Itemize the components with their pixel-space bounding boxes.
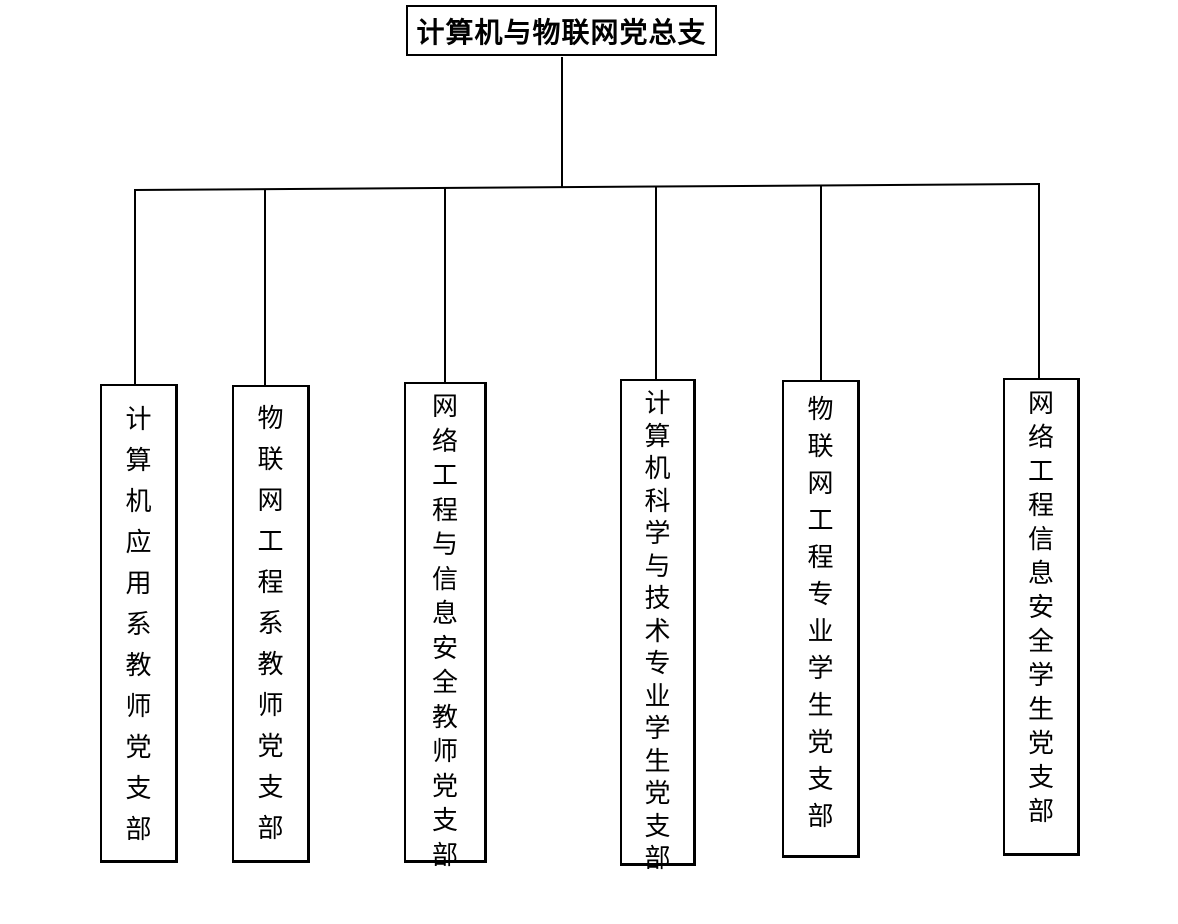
branch-label-char: 程 (1027, 491, 1054, 521)
branch-label-char: 党 (257, 732, 284, 762)
branch-label-char: 党 (644, 779, 671, 809)
branch-label-char: 全 (431, 668, 458, 698)
branch-label-char: 网 (431, 392, 458, 422)
branch-label-char: 安 (1027, 593, 1054, 623)
branch-label-char: 程 (431, 495, 458, 526)
branch-label-char: 科 (644, 486, 671, 517)
branch-label-char: 网 (1027, 389, 1054, 419)
branch-label-char: 学 (807, 654, 834, 684)
branch-label-char: 工 (257, 527, 284, 557)
branch-label-char: 部 (431, 840, 458, 871)
branch-label-char: 工 (1027, 457, 1054, 487)
branch-node-iot-students: 物联网工程专业学生党支部 (782, 380, 860, 858)
branch-label-char: 与 (644, 551, 671, 582)
branch-label-char: 业 (644, 681, 671, 712)
branch-label-char: 用 (125, 569, 152, 599)
branch-label-char: 支 (431, 806, 458, 836)
branch-label-char: 业 (807, 617, 834, 647)
branch-label-char: 息 (431, 599, 458, 629)
branch-label-char: 部 (1027, 797, 1054, 827)
branch-node-label: 物联网工程系教师党支部 (234, 406, 307, 857)
branch-label-char: 息 (1027, 559, 1054, 589)
branch-label-char: 联 (807, 432, 834, 462)
branch-label-char: 信 (431, 564, 458, 595)
branch-label-char: 支 (807, 765, 834, 795)
branch-label-char: 信 (1027, 525, 1054, 555)
branch-label-char: 系 (257, 609, 284, 639)
branch-node-label: 计算机应用系教师党支部 (102, 407, 175, 858)
branch-label-char: 生 (807, 691, 834, 721)
branch-label-char: 部 (257, 814, 284, 844)
branch-label-char: 支 (125, 774, 152, 804)
branch-label-char: 生 (1027, 695, 1054, 725)
branch-label-char: 师 (257, 691, 284, 721)
branch-label-char: 全 (1027, 627, 1054, 657)
horizontal-bus-line (133, 183, 1041, 191)
branch-label-char: 网 (807, 469, 834, 499)
branch-label-char: 程 (807, 543, 834, 573)
branch-label-char: 算 (125, 446, 152, 476)
branch-label-char: 党 (807, 728, 834, 758)
branch-label-char: 教 (257, 650, 284, 680)
branch-node-label: 网络工程信息安全学生党支部 (1005, 391, 1077, 833)
branch-label-char: 技 (644, 584, 671, 614)
branch-label-char: 与 (431, 530, 458, 560)
branch-label-char: 生 (644, 746, 671, 777)
root-node-label: 计算机与物联网党总支 (416, 15, 707, 49)
branch-label-char: 工 (807, 506, 834, 536)
branch-label-char: 师 (431, 737, 458, 767)
branch-label-char: 部 (807, 802, 834, 832)
branch-node-iot-engineering-teachers: 物联网工程系教师党支部 (232, 385, 310, 863)
branch-label-char: 支 (257, 773, 284, 803)
branch-label-char: 支 (644, 811, 671, 842)
branch-label-char: 计 (125, 405, 152, 435)
branch-label-char: 党 (125, 733, 152, 763)
branch-node-network-security-students: 网络工程信息安全学生党支部 (1003, 378, 1080, 856)
branch-label-char: 学 (644, 714, 671, 744)
branch-label-char: 应 (125, 528, 152, 558)
branch-label-char: 联 (257, 445, 284, 475)
branch-label-char: 机 (644, 454, 671, 484)
branch-label-char: 机 (125, 487, 152, 517)
branch-node-label: 计算机科学与技术专业学生党支部 (622, 391, 693, 879)
branch-label-char: 专 (807, 580, 834, 610)
branch-label-char: 络 (431, 426, 458, 457)
branch-label-char: 计 (644, 389, 671, 419)
branch-label-char: 术 (644, 616, 671, 647)
branch-node-label: 物联网工程专业学生党支部 (784, 397, 857, 841)
branch-node-computer-application-teachers: 计算机应用系教师党支部 (100, 384, 178, 863)
branch-label-char: 程 (257, 568, 284, 598)
branch-label-char: 教 (125, 651, 152, 681)
branch-label-char: 物 (807, 395, 834, 425)
root-node: 计算机与物联网党总支 (406, 5, 717, 56)
branch-label-char: 安 (431, 633, 458, 664)
branch-label-char: 部 (644, 844, 671, 874)
branch-label-char: 部 (125, 815, 152, 845)
branch-label-char: 党 (1027, 729, 1054, 759)
branch-label-char: 物 (257, 404, 284, 434)
branch-node-label: 网络工程与信息安全教师党支部 (406, 394, 484, 877)
branch-label-char: 党 (431, 771, 458, 802)
branch-label-char: 支 (1027, 763, 1054, 793)
branch-label-char: 络 (1027, 423, 1054, 453)
branch-node-cs-students: 计算机科学与技术专业学生党支部 (620, 379, 696, 872)
branch-label-char: 算 (644, 421, 671, 452)
branch-label-char: 专 (644, 649, 671, 679)
branch-label-char: 教 (431, 702, 458, 733)
branch-label-char: 系 (125, 610, 152, 640)
branch-label-char: 师 (125, 692, 152, 722)
branch-node-network-security-teachers: 网络工程与信息安全教师党支部 (404, 382, 487, 868)
branch-label-char: 学 (1027, 661, 1054, 691)
branch-label-char: 网 (257, 486, 284, 516)
branch-label-char: 学 (644, 519, 671, 549)
branch-label-char: 工 (431, 461, 458, 491)
